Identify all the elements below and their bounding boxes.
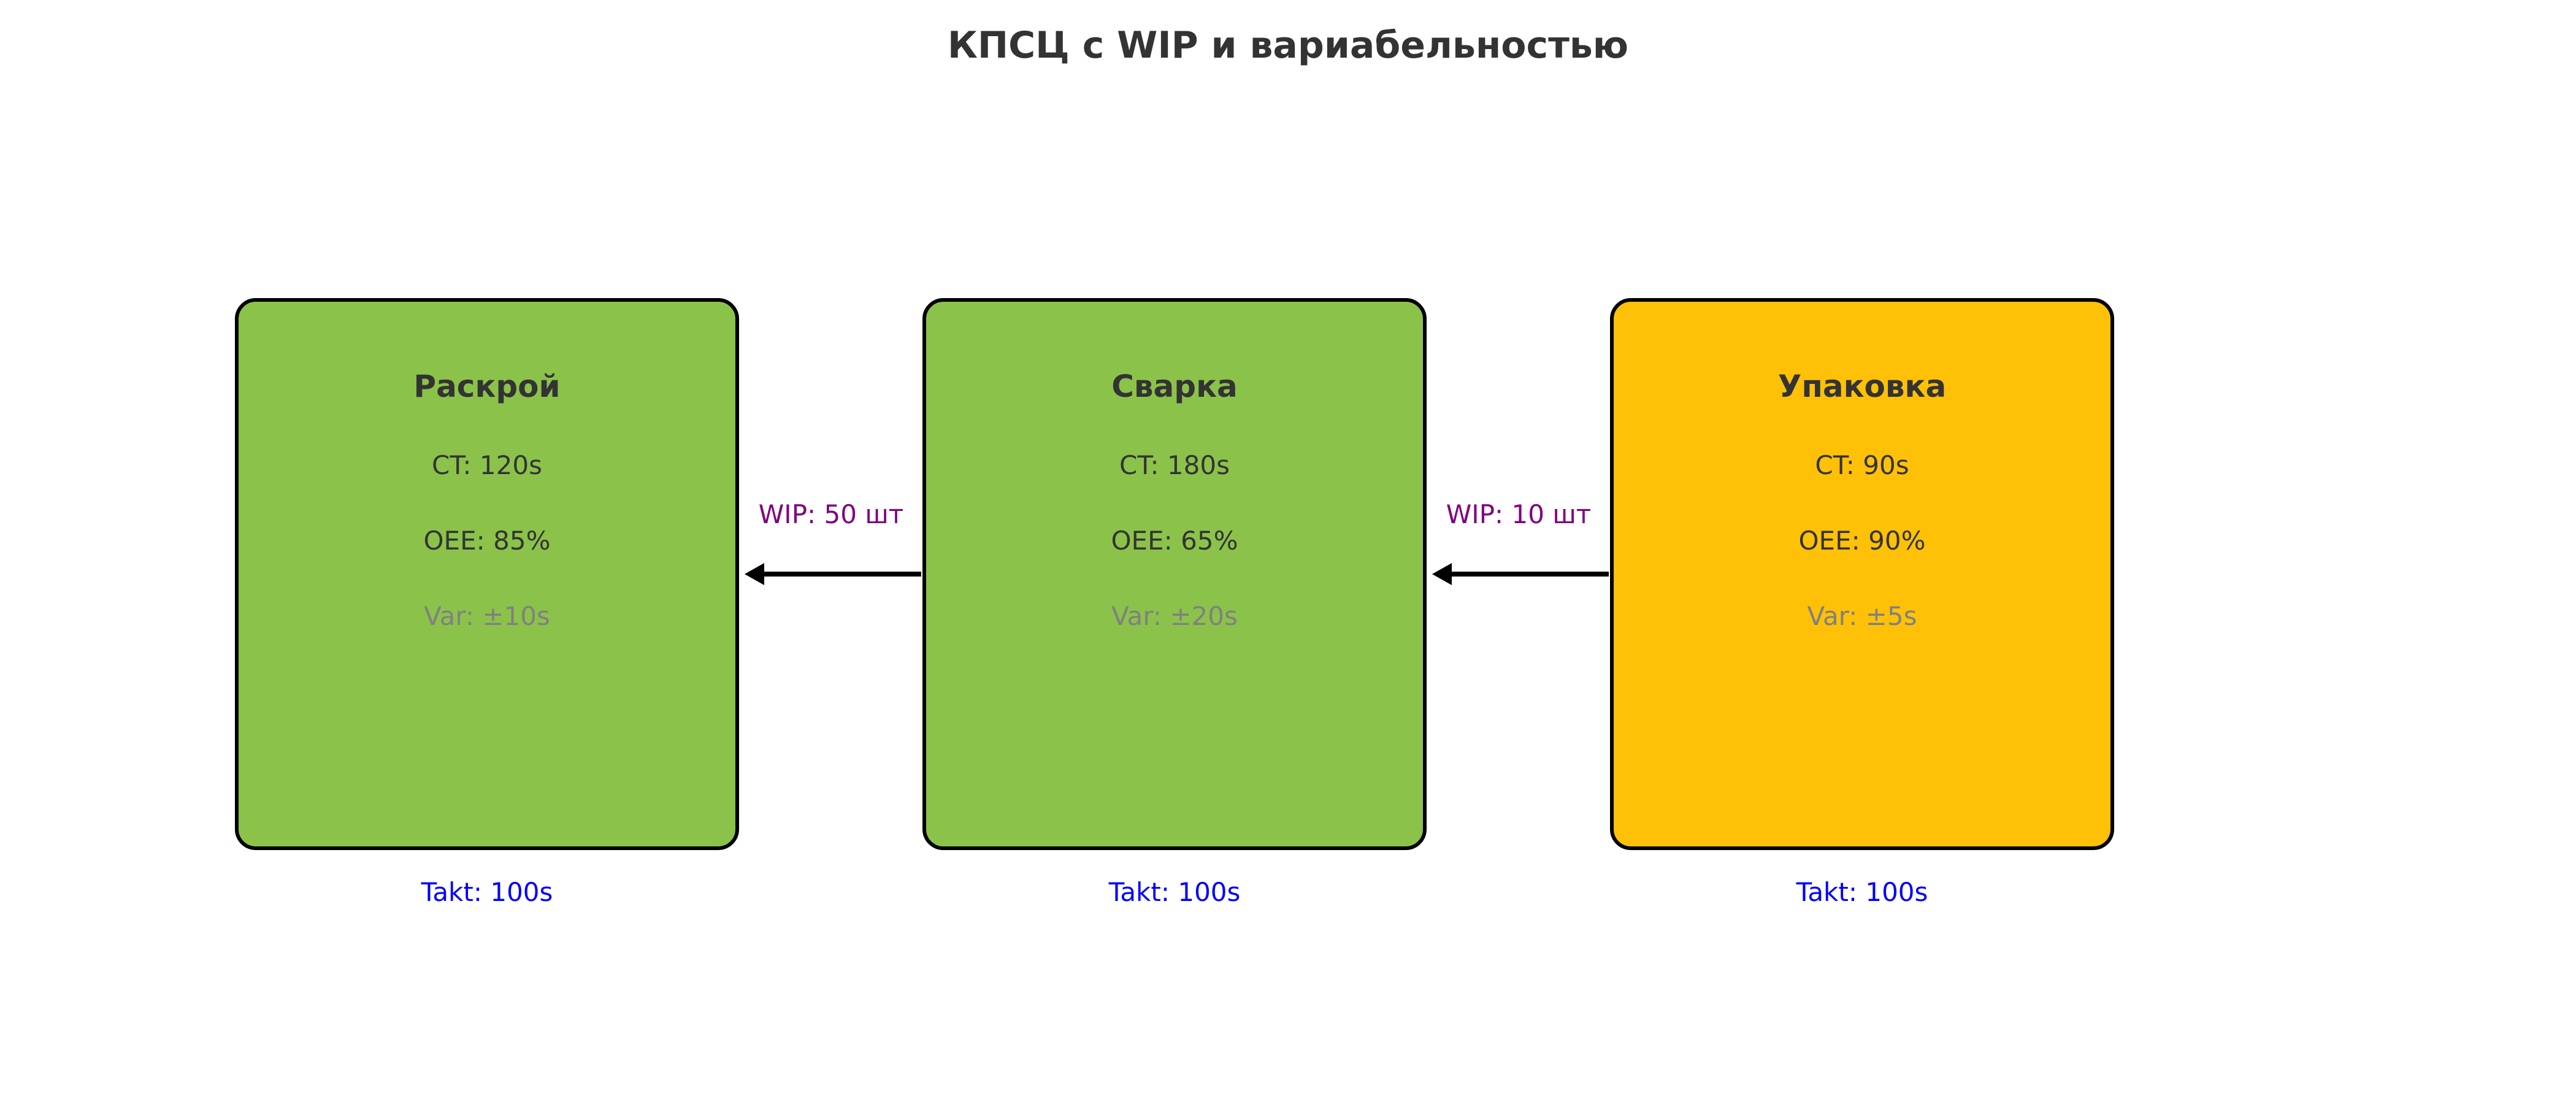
diagram-title: КПСЦ с WIP и вариабельностью [947,24,1629,67]
station-variability: Var: ±5s [1807,601,1917,631]
station-takt: Takt: 100s [1796,877,1928,907]
station-name: Упаковка [1777,369,1947,404]
station-oee: OEE: 65% [1111,526,1238,556]
station-variability: Var: ±20s [1111,601,1238,631]
station-variability: Var: ±10s [424,601,550,631]
flow-arrow-2 [1432,563,1609,585]
station-name: Сварка [1111,369,1238,404]
wip-buffer-label: WIP: 10 шт [1446,499,1592,529]
station-takt: Takt: 100s [1108,877,1241,907]
flow-arrow-1 [745,563,921,585]
station-box-raskroy: Раскрой CT: 120s OEE: 85% Var: ±10s [235,298,739,850]
station-oee: OEE: 90% [1798,526,1926,556]
station-box-svarka: Сварка CT: 180s OEE: 65% Var: ±20s [922,298,1427,850]
station-cycle-time: CT: 180s [1119,450,1230,480]
station-box-upakovka: Упаковка CT: 90s OEE: 90% Var: ±5s [1610,298,2114,850]
wip-buffer-label: WIP: 50 шт [758,499,904,529]
station-name: Раскрой [413,369,561,404]
station-oee: OEE: 85% [423,526,551,556]
station-cycle-time: CT: 90s [1815,450,1909,480]
station-cycle-time: CT: 120s [432,450,542,480]
station-takt: Takt: 100s [421,877,553,907]
